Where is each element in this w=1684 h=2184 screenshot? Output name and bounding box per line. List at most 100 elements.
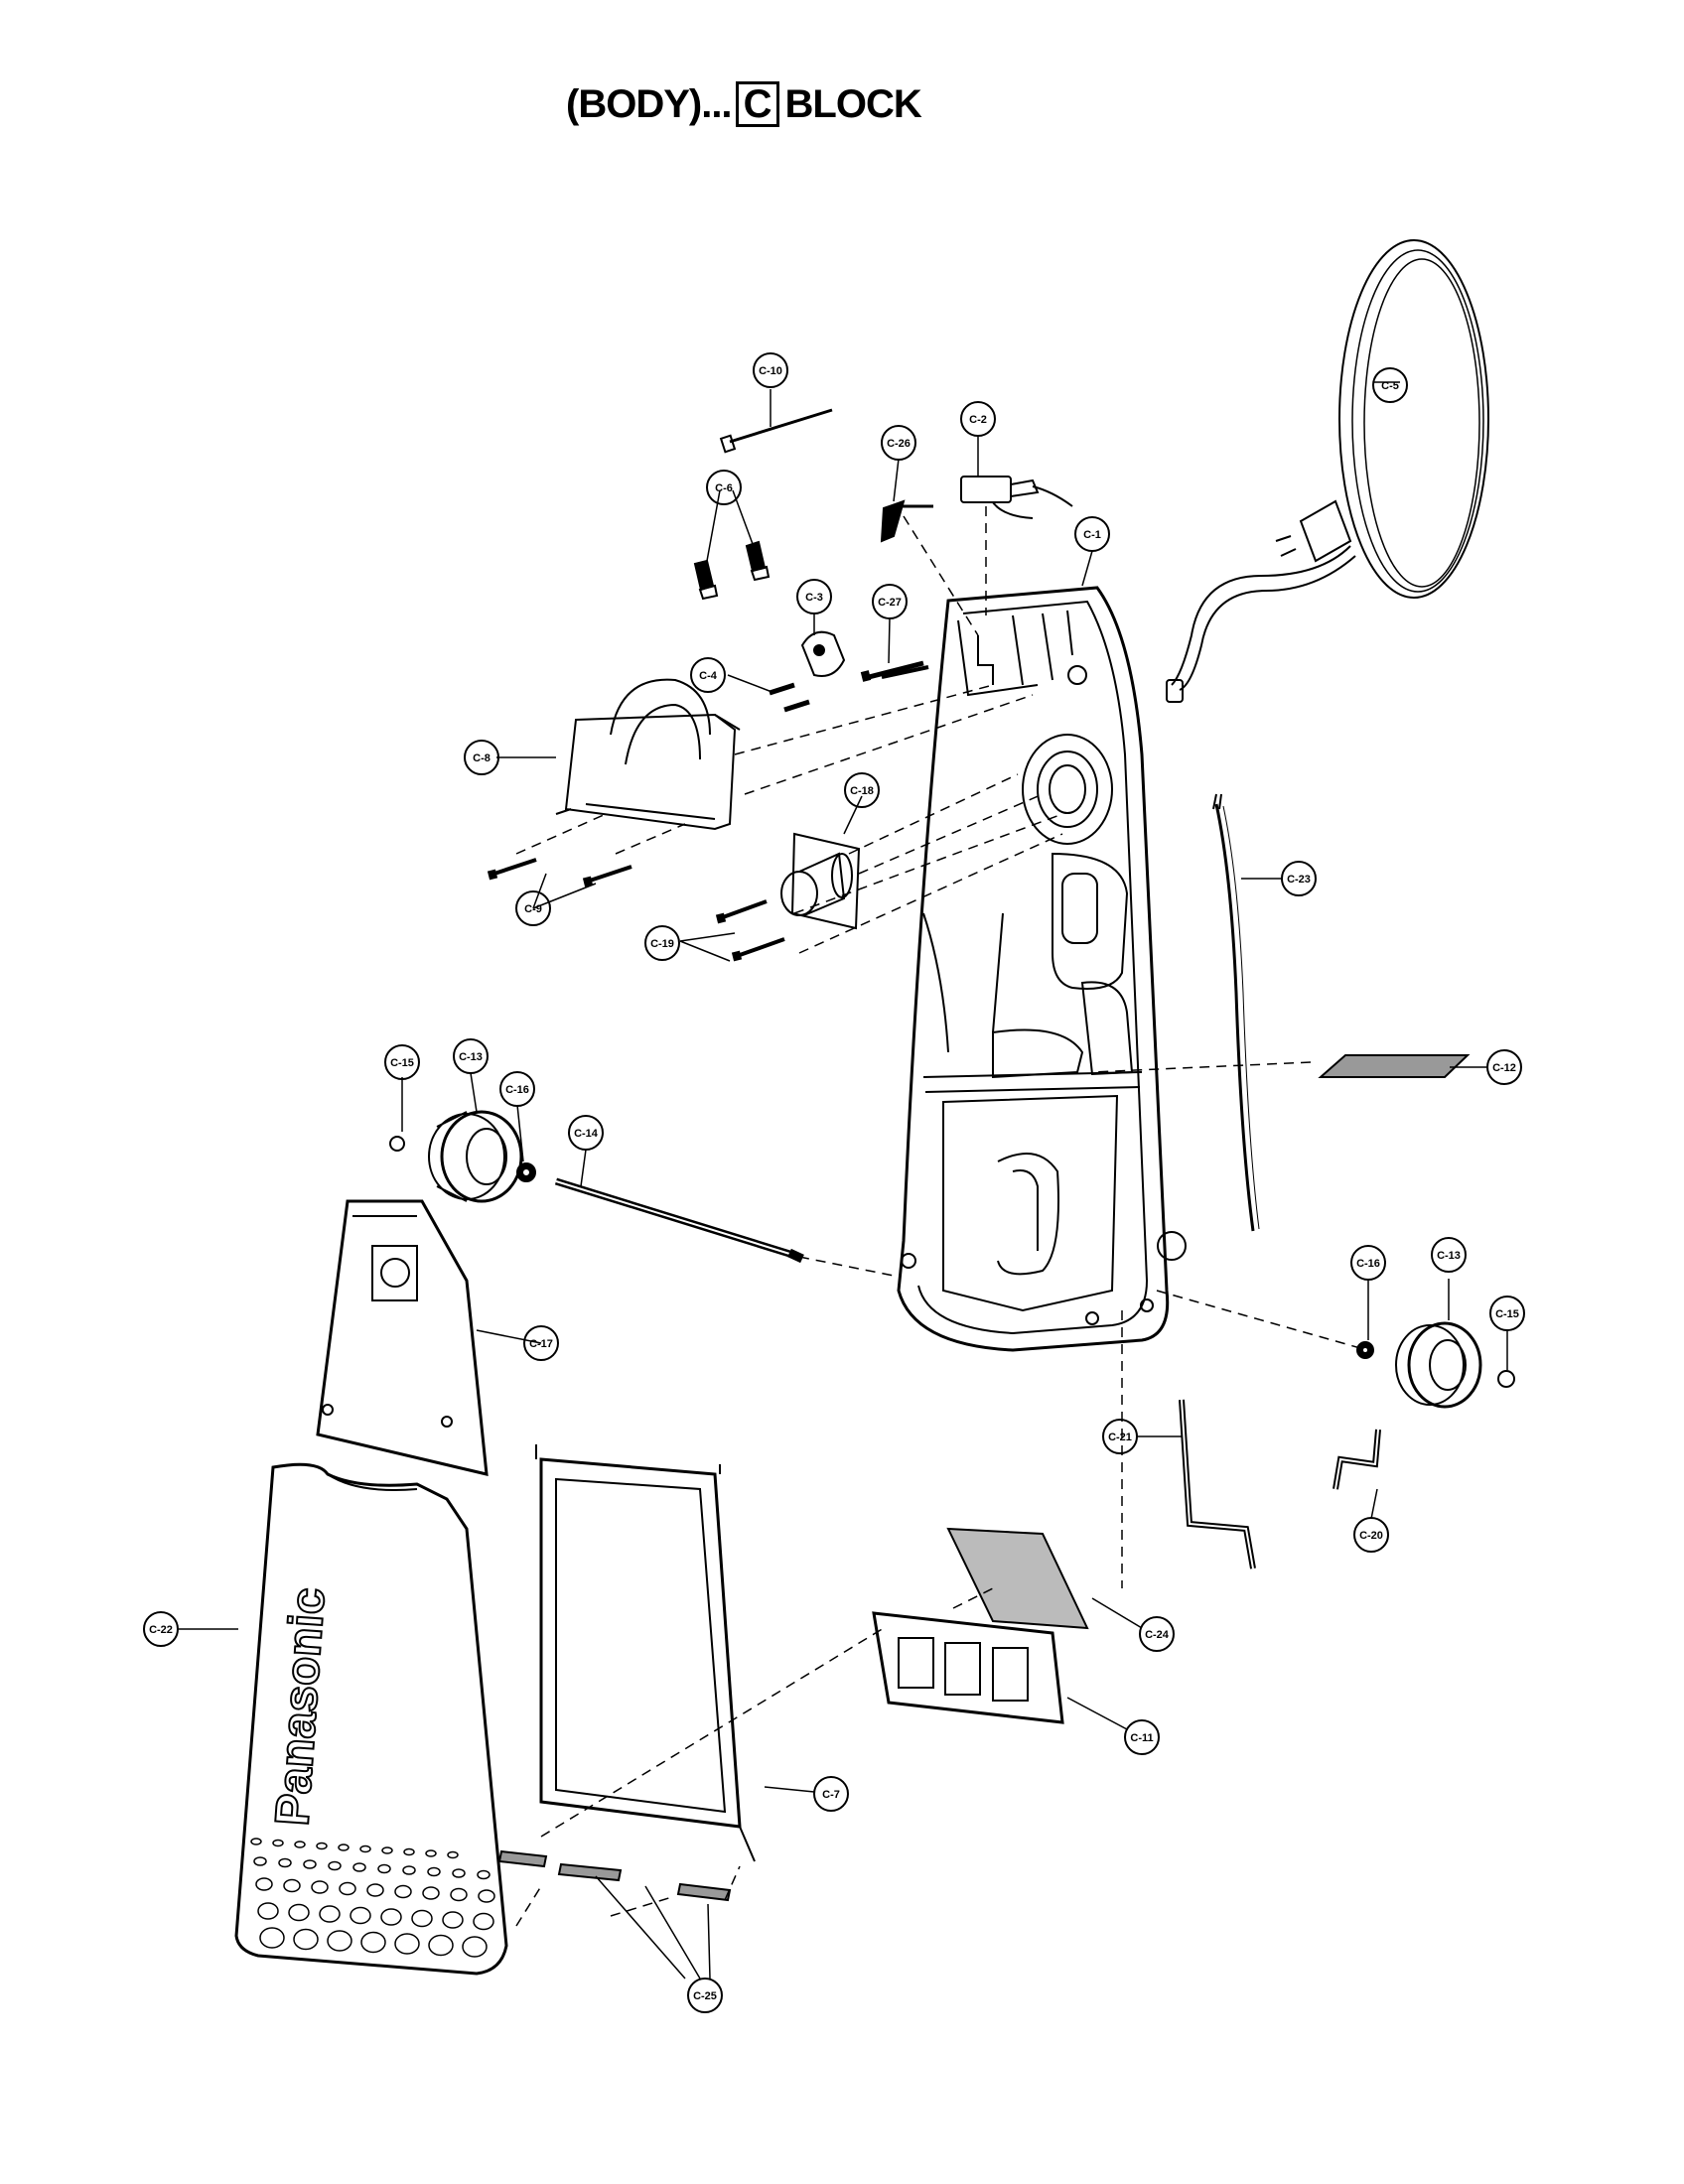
label-c13-right: C-13 xyxy=(1437,1250,1461,1262)
callout-c7 xyxy=(813,1776,849,1812)
callout-c1 xyxy=(1074,516,1110,552)
perforation-hole xyxy=(380,1908,402,1926)
label-c4: C-4 xyxy=(699,670,718,682)
callout-c26 xyxy=(881,425,916,461)
label-c14: C-14 xyxy=(574,1128,599,1140)
perforation-hole xyxy=(294,1841,306,1848)
perforation-hole xyxy=(283,1878,301,1893)
bearing-screws xyxy=(715,899,785,962)
callout-c18 xyxy=(844,772,880,808)
main-body-housing xyxy=(897,586,1187,1352)
label-c25: C-25 xyxy=(693,1990,717,2002)
cover-screws xyxy=(487,858,632,887)
perforation-hole xyxy=(253,1856,267,1866)
title-suffix: BLOCK xyxy=(784,82,922,126)
label-c6: C-6 xyxy=(715,482,733,494)
label-c12: C-12 xyxy=(1492,1062,1516,1074)
label-c27: C-27 xyxy=(878,597,902,609)
block-letter-box: C xyxy=(735,81,779,127)
filter-frame xyxy=(535,1444,756,1862)
label-c9: C-9 xyxy=(524,903,542,915)
perforation-hole xyxy=(293,1928,319,1951)
perforation-hole xyxy=(377,1863,391,1874)
perforation-hole xyxy=(394,1933,420,1955)
callout-c13-left xyxy=(453,1038,489,1074)
perforation-hole xyxy=(447,1850,459,1859)
filter-grille xyxy=(872,1611,1064,1724)
perforation-hole xyxy=(359,1844,371,1853)
label-c15-left: C-15 xyxy=(390,1057,414,1069)
perforation-hole xyxy=(328,1860,342,1871)
perforation-hole xyxy=(366,1883,384,1897)
callout-c17 xyxy=(523,1325,559,1361)
callout-c23 xyxy=(1281,861,1317,896)
perforation-hole xyxy=(316,1842,328,1850)
callout-labels: C-10 C-2 C-26 C-1 C-5 C-6 C-3 C-27 C-4 C… xyxy=(149,365,1519,2002)
callout-c16-left xyxy=(499,1071,535,1107)
perforation-hole xyxy=(272,1839,284,1847)
power-cord xyxy=(1166,239,1489,703)
perforation-hole xyxy=(462,1936,488,1958)
rod-part xyxy=(719,408,833,454)
callout-c14 xyxy=(568,1115,604,1151)
callout-c25 xyxy=(687,1978,723,2013)
perforation-hole xyxy=(255,1877,273,1891)
label-c8: C-8 xyxy=(473,752,491,764)
assembly-lines xyxy=(515,506,1361,1927)
callout-c15-right xyxy=(1489,1296,1525,1331)
label-c22: C-22 xyxy=(149,1624,173,1636)
callout-c22 xyxy=(143,1611,179,1647)
title-prefix: (BODY)... xyxy=(566,82,733,126)
perforation-hole xyxy=(259,1927,285,1949)
label-c16-left: C-16 xyxy=(505,1084,529,1096)
l-shaped-rod xyxy=(1179,1399,1256,1570)
bent-wire xyxy=(1333,1429,1381,1490)
callout-c5 xyxy=(1372,367,1408,403)
perforation-hole xyxy=(478,1889,495,1903)
micro-switch xyxy=(960,476,1073,519)
small-bracket xyxy=(880,499,933,543)
label-c10: C-10 xyxy=(759,365,782,377)
cover-perforations xyxy=(250,1838,495,1958)
callout-c6 xyxy=(706,470,742,505)
label-c1: C-1 xyxy=(1083,529,1101,541)
perforation-hole xyxy=(428,1934,454,1957)
filter-sheet xyxy=(946,1527,1089,1630)
label-c3: C-3 xyxy=(805,592,823,604)
perforation-hole xyxy=(473,1912,494,1931)
label-c21: C-21 xyxy=(1108,1432,1132,1443)
perforation-hole xyxy=(319,1905,341,1923)
label-c18: C-18 xyxy=(850,785,874,797)
callout-c27 xyxy=(872,584,908,619)
callout-c10 xyxy=(753,352,788,388)
perforation-hole xyxy=(257,1902,279,1920)
brand-logo-text: Panasonic xyxy=(266,1586,336,1828)
callout-c4 xyxy=(690,657,726,693)
label-c17: C-17 xyxy=(529,1338,553,1350)
perforation-hole xyxy=(278,1857,292,1868)
callout-c15-left xyxy=(384,1044,420,1080)
perforation-hole xyxy=(411,1909,433,1928)
perforation-hole xyxy=(403,1847,415,1856)
perforation-hole xyxy=(360,1931,386,1954)
callout-c24 xyxy=(1139,1616,1175,1652)
label-c23: C-23 xyxy=(1287,874,1311,886)
filter-pad xyxy=(1318,1054,1471,1078)
perforation-hole xyxy=(381,1846,393,1854)
callout-c19 xyxy=(644,925,680,961)
screw-c27 xyxy=(881,665,929,679)
perforation-hole xyxy=(288,1903,310,1922)
perforation-hole xyxy=(303,1859,317,1869)
perforation-hole xyxy=(250,1838,262,1845)
callout-circles xyxy=(143,352,1525,2013)
left-wheel-assembly xyxy=(389,1110,536,1203)
perforation-hole xyxy=(338,1843,350,1851)
perforation-hole xyxy=(352,1862,366,1872)
wire-connectors xyxy=(693,540,771,601)
perforation-hole xyxy=(442,1911,464,1929)
perforation-hole xyxy=(452,1868,466,1878)
wire-lead xyxy=(1212,793,1260,1232)
clamp-and-screws xyxy=(769,630,924,713)
perforation-hole xyxy=(450,1887,468,1902)
